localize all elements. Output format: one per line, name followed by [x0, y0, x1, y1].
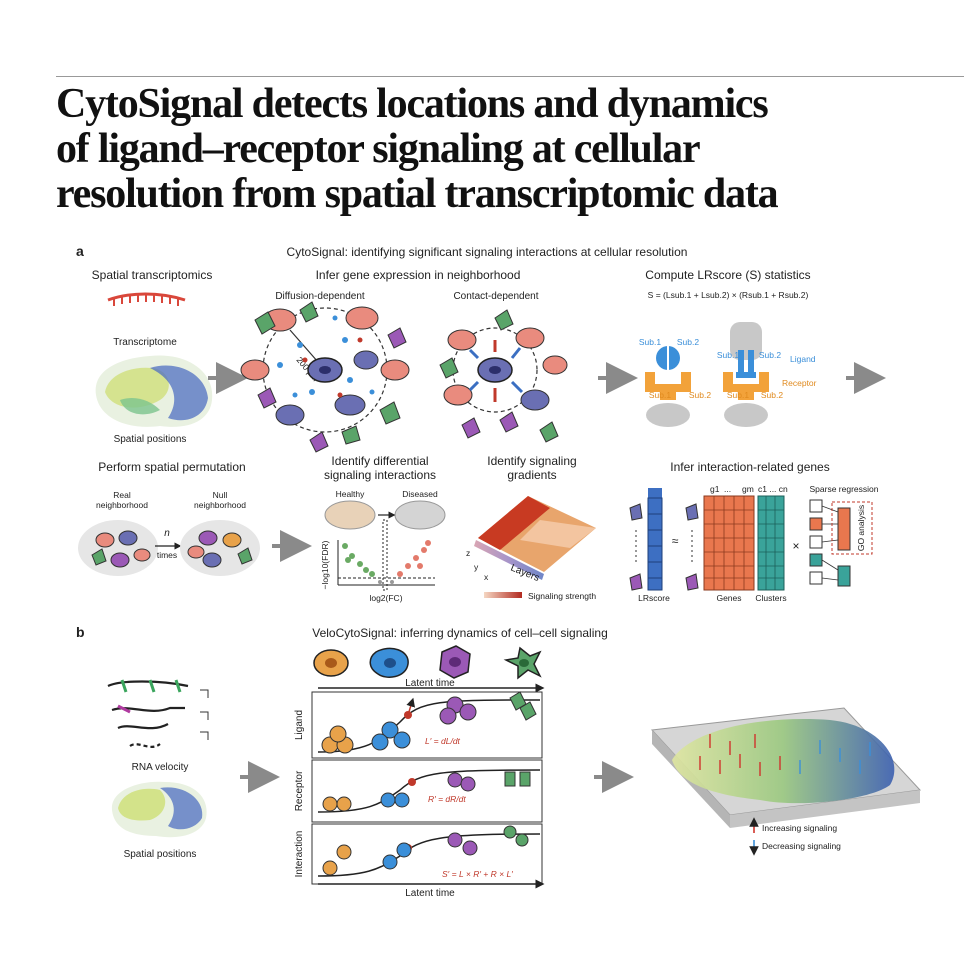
permutation-label: Perform spatial permutation [98, 460, 245, 474]
paper-title: CytoSignal detects locations and dynamic… [56, 82, 956, 217]
healthy-brain-icon [324, 500, 376, 530]
clusters-label: Clusters [755, 593, 786, 603]
gradients-label-2: gradients [507, 468, 556, 482]
panel-a: a CytoSignal: identifying significant si… [76, 243, 886, 603]
eq-interaction: S′ = L × R′ + R × L′ [442, 869, 513, 879]
healthy-label: Healthy [336, 489, 366, 499]
sub1-receptor-label: Sub.1 [649, 390, 671, 400]
c-label: c1 ... cn [758, 484, 788, 494]
real-neighborhood-blob [78, 520, 158, 576]
times-label: times [157, 550, 177, 560]
null-label-2: neighborhood [194, 500, 246, 510]
diseased-brain-icon [394, 500, 446, 530]
g1-label: g1 [710, 484, 720, 494]
spatial-transcriptomics-label: Spatial transcriptomics [92, 268, 213, 282]
row-ligand-label: Ligand [294, 710, 305, 740]
contact-neighborhood [439, 309, 568, 443]
sparse-regression-diagram [809, 499, 873, 587]
null-label-1: Null [213, 490, 228, 500]
gradients-label-1: Identify signaling [487, 454, 576, 468]
go-analysis-label: GO analysis [856, 505, 866, 551]
title-line-1: CytoSignal detects locations and dynamic… [56, 81, 769, 127]
transcriptome-strand-icon [107, 292, 186, 306]
volcano-plot [337, 519, 435, 591]
signaling-strength-label: Signaling strength [528, 591, 596, 601]
ellipsis-label: ... [724, 484, 731, 494]
row-interaction-label: Interaction [294, 831, 305, 878]
panel-a-heading: CytoSignal: identifying significant sign… [287, 245, 688, 259]
real-label-1: Real [113, 490, 131, 500]
compute-lr-label: Compute LRscore (S) statistics [645, 268, 810, 282]
latent-time-top-label: Latent time [405, 678, 455, 689]
latent-time-bottom-label: Latent time [405, 888, 455, 899]
panel-b: b VeloCytoSignal: inferring dynamics of … [76, 624, 922, 899]
approx-sign: ≈ [672, 534, 679, 548]
times-sign: × [792, 539, 799, 553]
sub2-receptor-label-2: Sub.2 [761, 390, 783, 400]
velocity-slab-3d [650, 707, 922, 828]
sub2-ligand-label: Sub.2 [677, 337, 699, 347]
axis-z-label: z [466, 548, 470, 558]
eq-ligand: L′ = dL/dt [425, 736, 461, 746]
contact-label: Contact-dependent [453, 291, 538, 302]
spatial-positions-label-a: Spatial positions [114, 434, 187, 445]
latent-cells-row [313, 645, 542, 680]
axis-x-label: x [484, 572, 489, 582]
ligand-legend: Ligand [790, 354, 816, 364]
null-neighborhood-blob [180, 520, 260, 576]
panel-b-letter: b [76, 624, 85, 640]
spatial-scatter-a [95, 355, 213, 427]
increasing-label: Increasing signaling [762, 823, 837, 833]
diffusion-label: Diffusion-dependent [275, 291, 365, 302]
volcano-y-label: −log10(FDR) [320, 540, 330, 589]
genes-label: Genes [716, 593, 741, 603]
receptor-legend: Receptor [782, 378, 817, 388]
infer-genes-label: Infer interaction-related genes [670, 460, 829, 474]
eq-receptor: R′ = dR/dt [428, 794, 466, 804]
infer-expression-label: Infer gene expression in neighborhood [316, 268, 521, 282]
dynamics-panels [311, 691, 543, 885]
diffusion-neighborhood: 200 µm [240, 301, 410, 453]
spatial-positions-label-b: Spatial positions [124, 849, 197, 860]
transcriptome-label: Transcriptome [113, 337, 177, 348]
ligand-receptor-diagram [645, 322, 769, 427]
rna-velocity-icon [107, 679, 209, 748]
lrscore-label: LRscore [638, 593, 670, 603]
rna-velocity-label: RNA velocity [132, 762, 189, 773]
panel-b-heading: VeloCytoSignal: inferring dynamics of ce… [312, 626, 608, 640]
strength-colorbar [484, 592, 522, 598]
diseased-label: Diseased [402, 489, 438, 499]
sub2-receptor-label: Sub.2 [689, 390, 711, 400]
differential-label-1: Identify differential [331, 454, 428, 468]
sub2-ligand-label-2: Sub.2 [759, 350, 781, 360]
gene-matrix [703, 495, 785, 591]
gradient-scatter [474, 496, 596, 580]
top-rule [56, 76, 964, 77]
sub1-ligand-label: Sub.1 [639, 337, 661, 347]
gm-label: gm [742, 484, 754, 494]
spatial-scatter-b [111, 781, 207, 838]
volcano-x-label: log2(FC) [369, 593, 402, 603]
n-label: n [164, 528, 170, 539]
sub1-receptor-label-2: Sub.1 [727, 390, 749, 400]
lr-formula: S = (Lsub.1 + Lsub.2) × (Rsub.1 + Rsub.2… [648, 290, 809, 300]
lrscore-column [629, 488, 699, 591]
title-line-3: resolution from spatial transcriptomic d… [56, 171, 779, 217]
sub1-ligand-label-2: Sub.1 [717, 350, 739, 360]
differential-label-2: signaling interactions [324, 468, 436, 482]
decreasing-label: Decreasing signaling [762, 841, 841, 851]
row-receptor-label: Receptor [294, 770, 305, 811]
axis-y-label: y [474, 562, 479, 572]
real-label-2: neighborhood [96, 500, 148, 510]
title-line-2: of ligand–receptor signaling at cellular [56, 126, 701, 172]
sparse-regression-label: Sparse regression [810, 484, 879, 494]
panel-a-letter: a [76, 243, 84, 259]
